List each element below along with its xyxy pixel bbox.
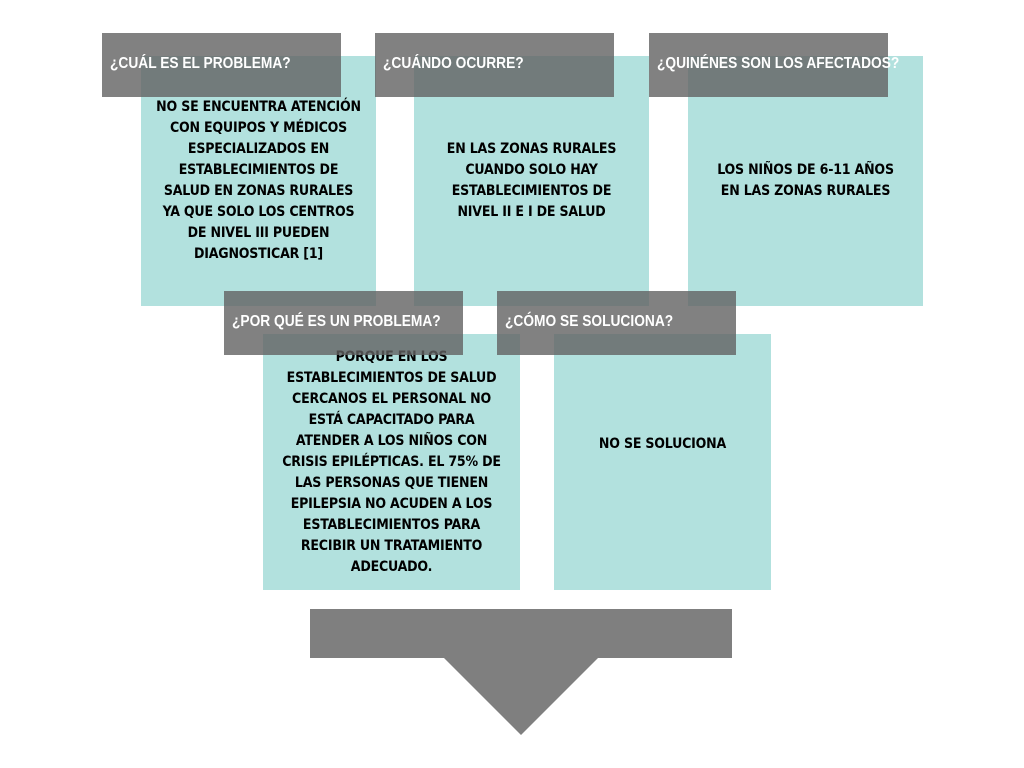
card-how: NO SE SOLUCIONA — [554, 334, 771, 590]
header-how-text: ¿CÓMO SE SOLUCIONA? — [505, 313, 674, 330]
header-when: ¿CUÁNDO OCURRE? — [375, 33, 614, 97]
header-who: ¿QUINÉNES SON LOS AFECTADOS? — [649, 33, 899, 97]
card-why-text: PORQUE EN LOS ESTABLECIMIENTOS DE SALUD … — [282, 348, 501, 575]
card-who: LOS NIÑOS DE 6-11 AÑOS EN LAS ZONAS RURA… — [688, 56, 923, 306]
card-problem: NO SE ENCUENTRA ATENCIÓN CON EQUIPOS Y M… — [141, 56, 376, 306]
header-why-text: ¿POR QUÉ ES UN PROBLEMA? — [232, 313, 441, 330]
card-problem-text: NO SE ENCUENTRA ATENCIÓN CON EQUIPOS Y M… — [156, 99, 361, 262]
card-how-text: NO SE SOLUCIONA — [598, 435, 727, 452]
card-when: EN LAS ZONAS RURALES CUANDO SOLO HAY EST… — [414, 56, 649, 306]
header-when-text: ¿CUÁNDO OCURRE? — [383, 55, 524, 72]
card-why: PORQUE EN LOS ESTABLECIMIENTOS DE SALUD … — [263, 334, 520, 590]
header-how: ¿CÓMO SE SOLUCIONA? — [497, 291, 736, 355]
header-problem-text: ¿CUÁL ES EL PROBLEMA? — [110, 55, 291, 72]
card-when-text: EN LAS ZONAS RURALES CUANDO SOLO HAY EST… — [446, 141, 617, 220]
down-arrow-icon — [310, 609, 732, 735]
card-who-text: LOS NIÑOS DE 6-11 AÑOS EN LAS ZONAS RURA… — [717, 162, 894, 199]
header-why: ¿POR QUÉ ES UN PROBLEMA? — [224, 291, 463, 355]
header-problem: ¿CUÁL ES EL PROBLEMA? — [102, 33, 341, 97]
header-who-text: ¿QUINÉNES SON LOS AFECTADOS? — [657, 55, 900, 72]
